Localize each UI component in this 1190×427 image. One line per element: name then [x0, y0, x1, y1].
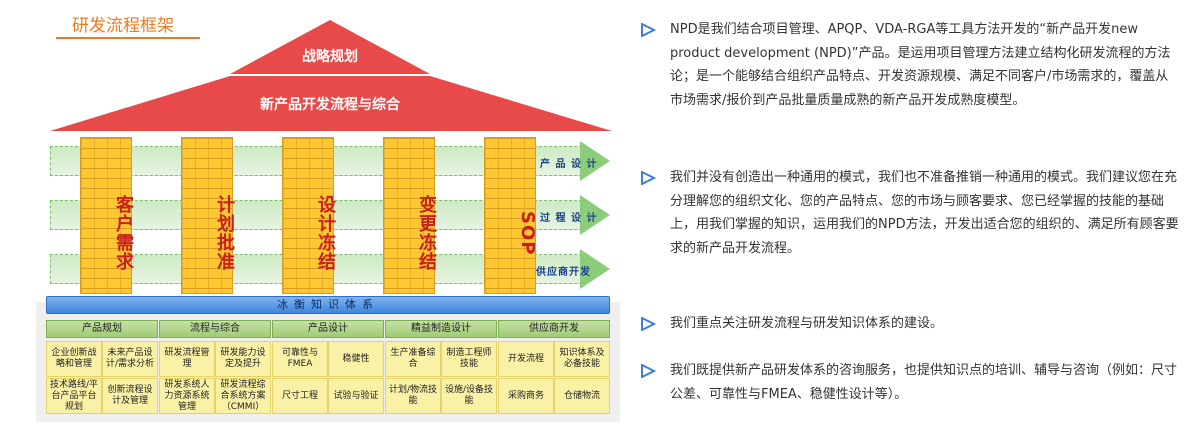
knowledge-cell: 技术路线/平台产品平台规划 [46, 378, 102, 414]
roof [50, 20, 612, 131]
knowledge-cell: 知识体系及必备技能 [554, 341, 610, 377]
knowledge-cell: 设施/设备技能 [441, 378, 497, 414]
category-header: 供应商开发 [498, 320, 610, 338]
band-label: 供应商开发 [536, 267, 591, 278]
category-header: 精益制造设计 [385, 320, 497, 338]
pillar-label: SOP [517, 210, 538, 256]
roof-bottom-label: 新产品开发流程与综合 [260, 97, 400, 113]
title-underline [56, 37, 200, 39]
knowledge-cell: 尺寸工程 [272, 378, 328, 414]
paragraph-text: 我们既提供新产品研发体系的咨询服务，也提供知识点的培训、辅导与咨询（例如：尺寸公… [670, 363, 1178, 402]
band-arrow-icon [580, 195, 610, 235]
pillar-change-freeze: 变更冻结 [383, 137, 437, 294]
paragraph-text: 我们并没有创造出一种通用的模式，我们也不准备推销一种通用的模式。我们建议您在充分… [670, 170, 1179, 256]
knowledge-cell: 创新流程设计及管理 [102, 378, 158, 414]
band-label: 过 程 设 计 [540, 213, 598, 224]
pillar-sop: SOP [484, 137, 538, 294]
band-arrow-icon [580, 141, 610, 181]
pillar-label: 客户需求 [113, 195, 134, 271]
framework-diagram: 研发流程框架 战略规划 新产品开发流程与综合 产 品 设 计 过 程 设 计 供… [36, 16, 620, 422]
roof-bottom [50, 76, 612, 131]
knowledge-cell: 可靠性与FMEA [272, 341, 328, 377]
knowledge-cell: 生产准备综合 [385, 341, 441, 377]
roof-top-label: 战略规划 [302, 49, 358, 65]
pillar-label: 计划批准 [214, 195, 235, 271]
knowledge-cell: 制造工程师技能 [441, 341, 497, 377]
play-bullet-icon [641, 23, 656, 37]
pillar-label: 变更冻结 [416, 195, 437, 271]
knowledge-cell: 研发系统人力资源系统管理 [159, 378, 215, 414]
knowledge-cell: 计划/物流技能 [385, 378, 441, 414]
category-header: 产品设计 [272, 320, 384, 338]
paragraph-text: NPD是我们结合项目管理、APQP、VDA-RGA等工具方法开发的“新产品开发n… [670, 22, 1171, 108]
knowledge-cell: 仓储物流 [554, 378, 610, 414]
knowledge-cell: 研发流程管理 [159, 341, 215, 377]
knowledge-cell: 稳健性 [328, 341, 384, 377]
band-label: 产 品 设 计 [540, 159, 598, 170]
knowledge-cell: 采购商务 [498, 378, 554, 414]
pillar-design-freeze: 设计冻结 [282, 137, 336, 294]
category-header: 产品规划 [46, 320, 158, 338]
knowledge-cell: 研发能力设定及提升 [215, 341, 271, 377]
band-arrow-icon [580, 249, 610, 289]
knowledge-cell: 研发流程综合系统方案（CMMI） [215, 378, 271, 414]
knowledge-cell: 企业创新战略和管理 [46, 341, 102, 377]
play-bullet-icon [641, 171, 656, 185]
roof-top [230, 20, 430, 74]
play-bullet-icon [641, 364, 656, 378]
knowledge-system-bar: 冰衡知识体系 [46, 296, 610, 314]
knowledge-cell: 试验与验证 [328, 378, 384, 414]
category-header: 流程与综合 [159, 320, 271, 338]
knowledge-cell: 开发流程 [498, 341, 554, 377]
play-bullet-icon [641, 317, 656, 331]
pillar-customer-requirements: 客户需求 [80, 137, 134, 294]
paragraph-text: 我们重点关注研发流程与研发知识体系的建设。 [670, 316, 944, 331]
pillar-plan-approval: 计划批准 [181, 137, 235, 294]
page-title: 研发流程框架 [72, 16, 174, 36]
knowledge-cell: 未来产品设计/需求分析 [102, 341, 158, 377]
pillar-label: 设计冻结 [315, 195, 336, 271]
